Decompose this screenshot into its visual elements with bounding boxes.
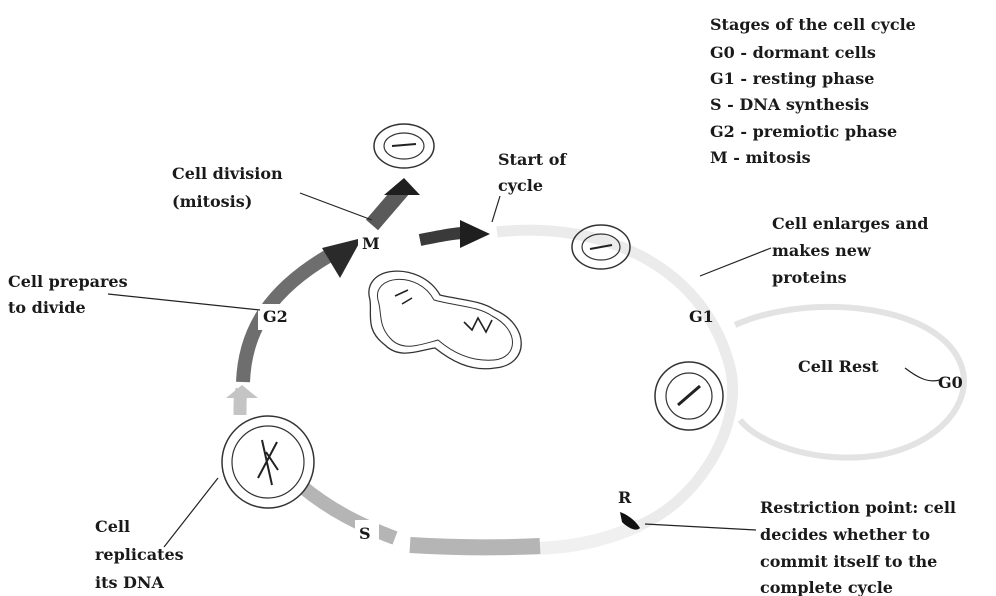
label-cell-division-1: Cell division [172, 164, 283, 183]
g2-arrowhead [322, 238, 362, 278]
pointer-restriction-point [645, 524, 756, 530]
cell-s-replicating [222, 416, 314, 508]
phase-label-s: S [359, 524, 371, 543]
legend-item-g1: G1 - resting phase [710, 69, 874, 88]
pointer-cell-division [300, 193, 372, 220]
ring-g1 [497, 230, 733, 525]
label-restriction-point-4: complete cycle [760, 578, 893, 596]
phase-label-m: M [362, 234, 380, 253]
m-arrowhead [384, 178, 420, 195]
ring-s [410, 545, 540, 547]
ring-s-left [300, 485, 395, 538]
phase-label-g1: G1 [689, 307, 714, 326]
label-cell-prepares-2: to divide [8, 298, 86, 317]
cell-dividing [369, 271, 521, 369]
legend-item-s: S - DNA synthesis [710, 95, 869, 114]
cell-top [374, 124, 434, 168]
label-restriction-point-1: Restriction point: cell [760, 498, 956, 517]
ring-start [420, 233, 462, 240]
label-cell-rest: Cell Rest [798, 357, 879, 376]
label-cell-replicates-1: Cell [95, 517, 130, 536]
label-cell-enlarges-1: Cell enlarges and [772, 214, 928, 233]
label-cell-replicates-2: replicates [95, 545, 184, 564]
cell-g1-large [655, 362, 723, 430]
pointer-cell-enlarges [700, 248, 771, 276]
legend: Stages of the cell cycle G0 - dormant ce… [710, 15, 916, 167]
label-cell-division-2: (mitosis) [172, 192, 252, 211]
label-restriction-point-3: commit itself to the [760, 552, 937, 571]
ring-m [372, 190, 402, 225]
label-cell-prepares-1: Cell prepares [8, 272, 128, 291]
label-cell-enlarges-3: proteins [772, 268, 847, 287]
phase-label-g0: G0 [938, 373, 963, 392]
label-cell-replicates-3: its DNA [95, 573, 165, 592]
legend-item-m: M - mitosis [710, 148, 811, 167]
legend-item-g2: G2 - premiotic phase [710, 122, 897, 141]
label-start-of-cycle-1: Start of [498, 150, 567, 169]
pointer-cell-rest [905, 368, 940, 381]
start-arrowhead [460, 220, 490, 248]
s-arrowhead [226, 385, 258, 398]
label-cell-enlarges-2: makes new [772, 241, 872, 260]
legend-item-g0: G0 - dormant cells [710, 43, 876, 62]
pointer-start-of-cycle [492, 196, 500, 222]
g0-loop [735, 307, 964, 458]
pointer-cell-prepares [108, 294, 260, 310]
pointer-cell-replicates [164, 478, 218, 547]
label-start-of-cycle-2: cycle [498, 176, 543, 195]
phase-label-r: R [618, 488, 632, 507]
phase-label-g2: G2 [263, 307, 288, 326]
label-restriction-point-2: decides whether to [760, 525, 930, 544]
legend-title: Stages of the cell cycle [710, 15, 916, 34]
